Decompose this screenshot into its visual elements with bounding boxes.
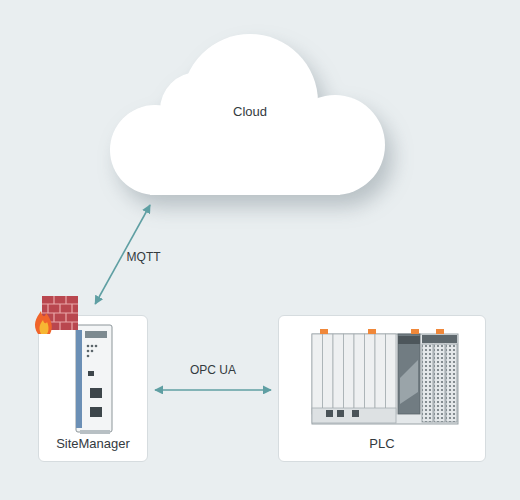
cloud-node: Cloud xyxy=(110,30,390,202)
device-box: SiteManager xyxy=(38,315,148,462)
node-label: Cloud xyxy=(110,104,390,120)
connector-arrow xyxy=(155,389,271,391)
node-label: SiteManager xyxy=(39,436,147,452)
protocol-label: OPC UA xyxy=(190,363,236,377)
protocol-label: MQTT xyxy=(127,250,161,264)
cloud-base xyxy=(150,130,340,195)
device-box: PLC xyxy=(278,315,486,462)
node-label: PLC xyxy=(279,436,485,452)
